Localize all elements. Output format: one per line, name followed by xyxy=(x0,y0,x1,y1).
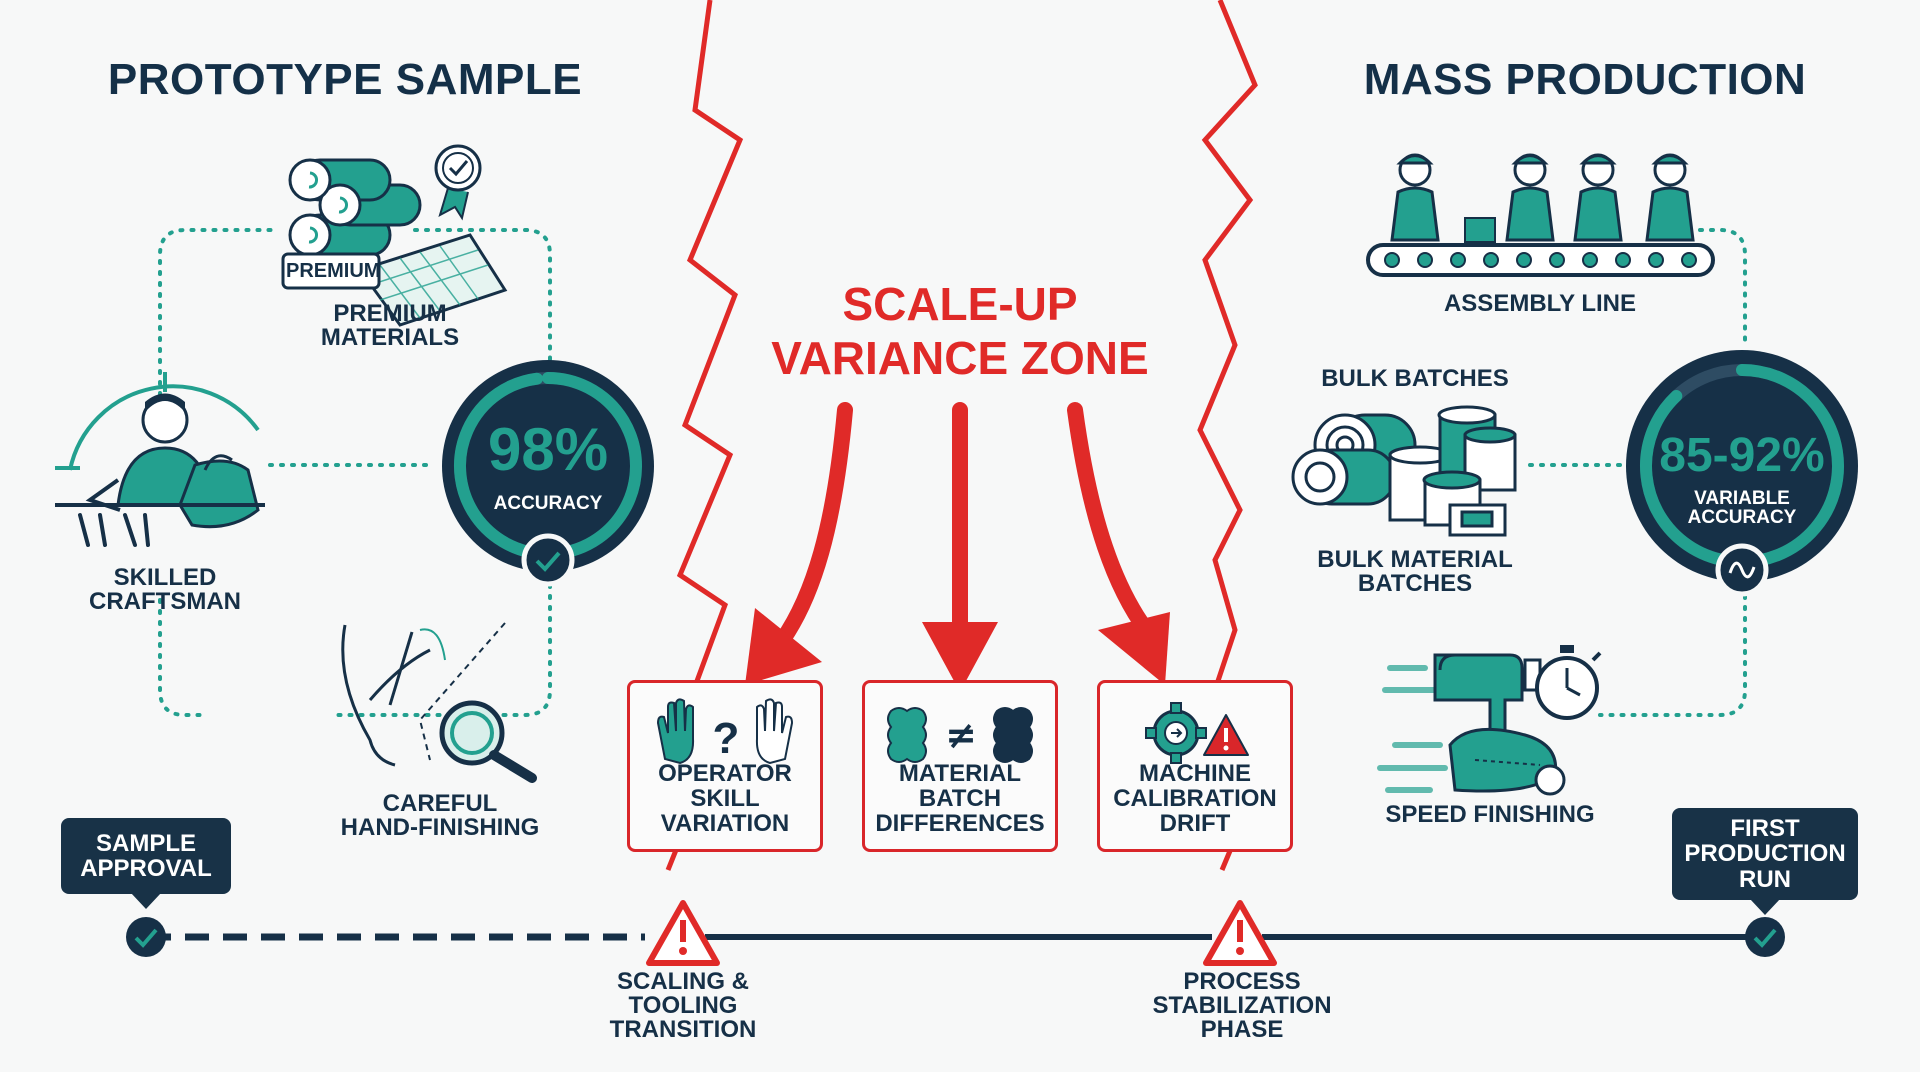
first-production-run-badge: FIRST PRODUCTION RUN xyxy=(1672,808,1858,900)
warning-icon xyxy=(646,900,720,966)
assembly-line-icon xyxy=(1366,153,1715,277)
variance-arrows xyxy=(767,402,1158,658)
variable-accuracy-label: VARIABLE ACCURACY xyxy=(1687,488,1797,528)
magnifier-icon xyxy=(439,700,537,783)
process-stabilization-label: PROCESS STABILIZATION PHASE xyxy=(1152,968,1332,1043)
svg-text:≠: ≠ xyxy=(945,713,977,757)
hand-needle-icon xyxy=(341,622,506,767)
hand-finishing-label: CAREFUL HAND-FINISHING xyxy=(340,790,540,841)
variable-accuracy-value: 85-92% xyxy=(1659,429,1825,482)
accuracy-gauge xyxy=(442,360,654,587)
fabric-rolls-icon xyxy=(281,158,508,327)
prototype-title: PROTOTYPE SAMPLE xyxy=(107,55,583,104)
fabric-not-equal-icon: ≠ xyxy=(887,707,1033,763)
premium-tag: PREMIUM xyxy=(286,260,381,282)
svg-text:?: ? xyxy=(713,714,740,763)
gear-warning-icon xyxy=(1145,702,1249,764)
variable-accuracy-gauge-fill xyxy=(1640,364,1844,568)
machine-calibration-drift-label: MACHINE CALIBRATION DRIFT xyxy=(1113,760,1277,838)
speed-finishing-label: SPEED FINISHING xyxy=(1385,801,1595,828)
badge-pointer xyxy=(131,893,161,909)
timeline-start-check-icon xyxy=(126,917,166,957)
wave-badge-icon xyxy=(1715,543,1769,597)
craftsman-icon xyxy=(55,372,265,547)
bulk-material-batches-label: BULK MATERIAL BATCHES xyxy=(1317,546,1513,597)
warning-icon xyxy=(1203,900,1277,966)
hands-question-icon: ? xyxy=(656,698,794,765)
production-dotted-loop xyxy=(1528,228,1747,717)
stopwatch-icon xyxy=(1535,645,1602,720)
check-badge-icon xyxy=(521,533,575,587)
quality-badge-icon xyxy=(434,144,482,221)
timeline-end-check-icon xyxy=(1745,917,1785,957)
badge-pointer xyxy=(1750,899,1780,915)
bulk-material-icon xyxy=(1291,405,1517,537)
sample-approval-badge: SAMPLE APPROVAL xyxy=(61,818,231,894)
accuracy-label: ACCURACY xyxy=(493,493,603,514)
material-batch-differences-label: MATERIAL BATCH DIFFERENCES xyxy=(875,760,1045,838)
operator-skill-variation-card: ? OPERATOR SKILL VARIATION xyxy=(627,680,823,852)
accuracy-value: 98% xyxy=(487,416,609,483)
variance-arrowheads xyxy=(745,608,1170,692)
skilled-craftsman-label: SKILLED CRAFTSMAN xyxy=(89,564,241,615)
sewing-machine-icon xyxy=(1377,653,1566,796)
variable-accuracy-gauge xyxy=(1626,350,1858,597)
mass-production-title: MASS PRODUCTION xyxy=(1363,55,1807,104)
operator-skill-variation-label: OPERATOR SKILL VARIATION xyxy=(658,760,792,838)
material-batch-differences-card: ≠ MATERIAL BATCH DIFFERENCES xyxy=(862,680,1058,852)
assembly-line-label: ASSEMBLY LINE xyxy=(1443,290,1637,317)
premium-materials-label: PREMIUM MATERIALS xyxy=(320,300,460,351)
bulk-batches-label: BULK BATCHES xyxy=(1321,365,1509,392)
prototype-dotted-loop xyxy=(158,228,552,717)
scaling-transition-label: SCALING & TOOLING TRANSITION xyxy=(609,968,757,1043)
machine-calibration-drift-card: MACHINE CALIBRATION DRIFT xyxy=(1097,680,1293,852)
variance-zone-title: SCALE-UP VARIANCE ZONE xyxy=(771,278,1149,385)
